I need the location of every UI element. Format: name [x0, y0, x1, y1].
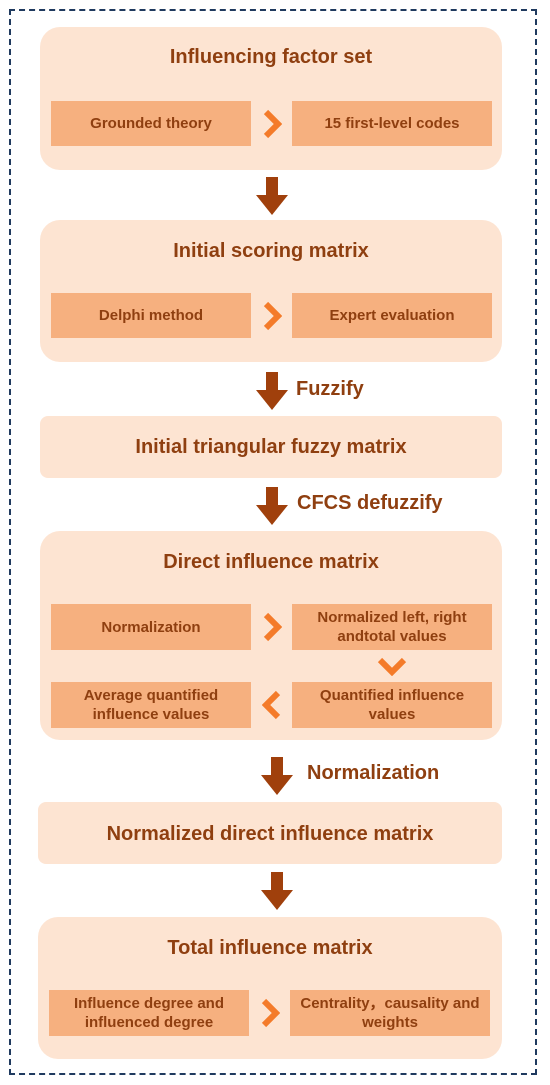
box-normalization: Normalization: [51, 604, 251, 650]
chevron-right-icon: [263, 109, 282, 139]
arrow-label-fuzzify: Fuzzify: [296, 378, 364, 400]
down-arrow-icon: [256, 177, 288, 215]
down-arrow-icon: [261, 872, 293, 910]
stage-total-influence-matrix: Total influence matrix: [38, 917, 502, 1059]
stage-title: Total influence matrix: [167, 937, 373, 959]
stage-influencing-factor-set: Influencing factor set: [40, 27, 502, 170]
down-arrow-icon: [256, 372, 288, 410]
chevron-right-icon: [261, 998, 280, 1028]
box-normalized-values: Normalized left, right andtotal values: [292, 604, 492, 650]
chevron-down-icon: [377, 657, 407, 676]
stage-title: Normalized direct influence matrix: [106, 823, 434, 845]
box-first-level-codes: 15 first-level codes: [292, 101, 492, 146]
box-centrality-causality-weights: Centrality，causality and weights: [290, 990, 490, 1036]
chevron-left-icon: [262, 690, 281, 720]
stage-title: Initial triangular fuzzy matrix: [135, 436, 407, 458]
stage-title: Direct influence matrix: [163, 551, 379, 573]
stage-initial-triangular-fuzzy-matrix: Initial triangular fuzzy matrix: [40, 416, 502, 478]
stage-title: Influencing factor set: [169, 46, 373, 68]
box-expert-evaluation: Expert evaluation: [292, 293, 492, 338]
stage-title: Initial scoring matrix: [173, 240, 369, 262]
stage-normalized-direct-influence-matrix: Normalized direct influence matrix: [38, 802, 502, 864]
box-influence-degree: Influence degree and influenced degree: [49, 990, 249, 1036]
box-average-quantified-values: Average quantified influence values: [51, 682, 251, 728]
arrow-label-cfcs-defuzzify: CFCS defuzzify: [297, 492, 443, 514]
down-arrow-icon: [256, 487, 288, 525]
box-quantified-influence-values: Quantified influence values: [292, 682, 492, 728]
down-arrow-icon: [261, 757, 293, 795]
dashed-frame: [9, 9, 537, 1075]
chevron-right-icon: [263, 612, 282, 642]
box-grounded-theory: Grounded theory: [51, 101, 251, 146]
arrow-label-normalization: Normalization: [307, 762, 440, 784]
stage-initial-scoring-matrix: Initial scoring matrix: [40, 220, 502, 362]
chevron-right-icon: [263, 301, 282, 331]
box-delphi-method: Delphi method: [51, 293, 251, 338]
